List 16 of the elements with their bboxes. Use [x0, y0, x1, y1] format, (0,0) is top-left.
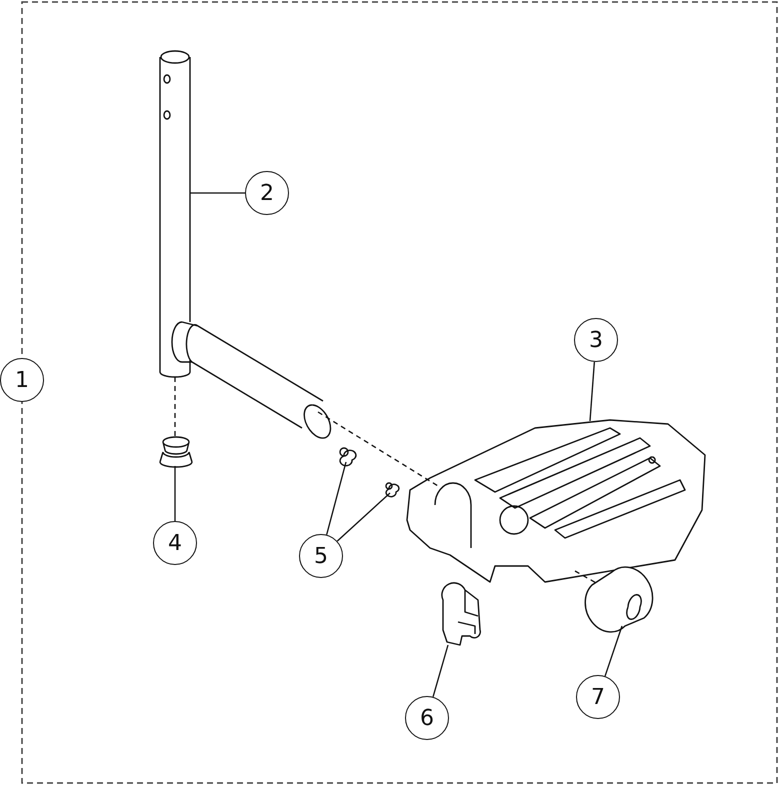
callout-number: 5 [299, 534, 343, 578]
leader-line [190, 192, 245, 194]
leader-line [604, 626, 623, 676]
leader-line [174, 466, 176, 521]
callout-number: 4 [153, 521, 197, 565]
callout-number: 7 [576, 675, 620, 719]
centerline [318, 411, 438, 487]
callout-number: 6 [405, 696, 449, 740]
centerline [574, 570, 598, 585]
leader-line [589, 362, 596, 422]
callout-number: 3 [574, 318, 618, 362]
centerline [174, 377, 176, 438]
callout-number: 1 [0, 358, 44, 402]
leader-line [326, 462, 347, 535]
leader-line [432, 644, 449, 698]
leader-line [336, 492, 390, 542]
